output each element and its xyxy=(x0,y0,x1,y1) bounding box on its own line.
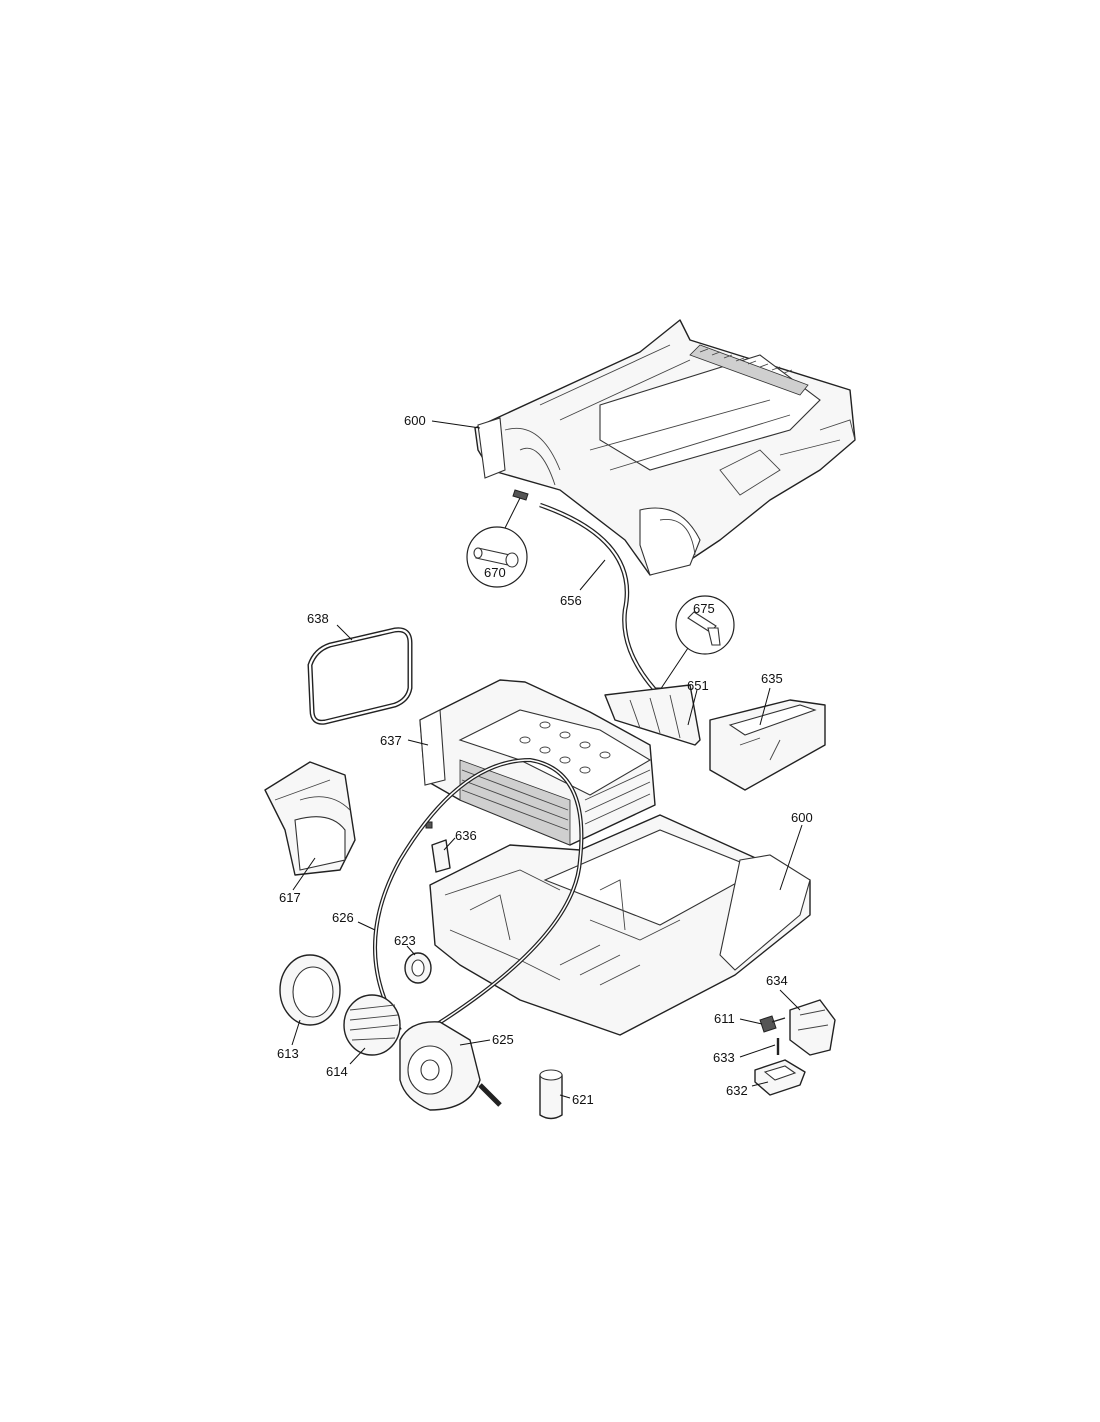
label-614: 614 xyxy=(326,1064,348,1079)
part-613-seal-ring xyxy=(279,954,341,1026)
part-625-drive-motor xyxy=(399,1021,502,1111)
part-621-capacitor xyxy=(539,1069,563,1120)
label-632: 632 xyxy=(726,1083,748,1098)
part-623-idler-pulley xyxy=(404,952,432,984)
label-613: 613 xyxy=(277,1046,299,1061)
label-623: 623 xyxy=(394,933,416,948)
label-633: 633 xyxy=(713,1050,735,1065)
part-600-top-frame xyxy=(474,319,856,576)
label-670: 670 xyxy=(484,565,506,580)
part-656-drain-hose xyxy=(512,489,657,692)
label-600-bottom: 600 xyxy=(791,810,813,825)
label-638: 638 xyxy=(307,611,329,626)
label-637: 637 xyxy=(380,733,402,748)
label-611: 611 xyxy=(714,1011,735,1026)
part-600-base xyxy=(429,814,811,1036)
part-635-cover xyxy=(709,699,826,791)
label-600-top: 600 xyxy=(404,413,426,428)
label-651: 651 xyxy=(687,678,709,693)
label-617: 617 xyxy=(279,890,301,905)
part-634-pump xyxy=(789,999,836,1056)
part-626-drive-belt xyxy=(373,757,584,1037)
label-636: 636 xyxy=(455,828,477,843)
label-626: 626 xyxy=(332,910,354,925)
part-611-float-switch xyxy=(759,1015,786,1033)
label-635: 635 xyxy=(761,671,783,686)
label-675: 675 xyxy=(693,601,715,616)
part-614-blower-wheel xyxy=(343,994,401,1056)
label-621: 621 xyxy=(572,1092,594,1107)
part-651-air-duct xyxy=(604,684,701,746)
label-656: 656 xyxy=(560,593,582,608)
part-labels: 600 670 656 675 638 651 635 637 600 636 … xyxy=(277,413,813,1107)
leader-lines xyxy=(291,420,803,1099)
label-625: 625 xyxy=(492,1032,514,1047)
part-670-callout xyxy=(466,497,528,588)
part-638-door-gasket xyxy=(307,627,413,725)
part-632-pump-cover xyxy=(754,1059,806,1096)
label-634: 634 xyxy=(766,973,788,988)
part-617-air-duct xyxy=(264,761,356,876)
